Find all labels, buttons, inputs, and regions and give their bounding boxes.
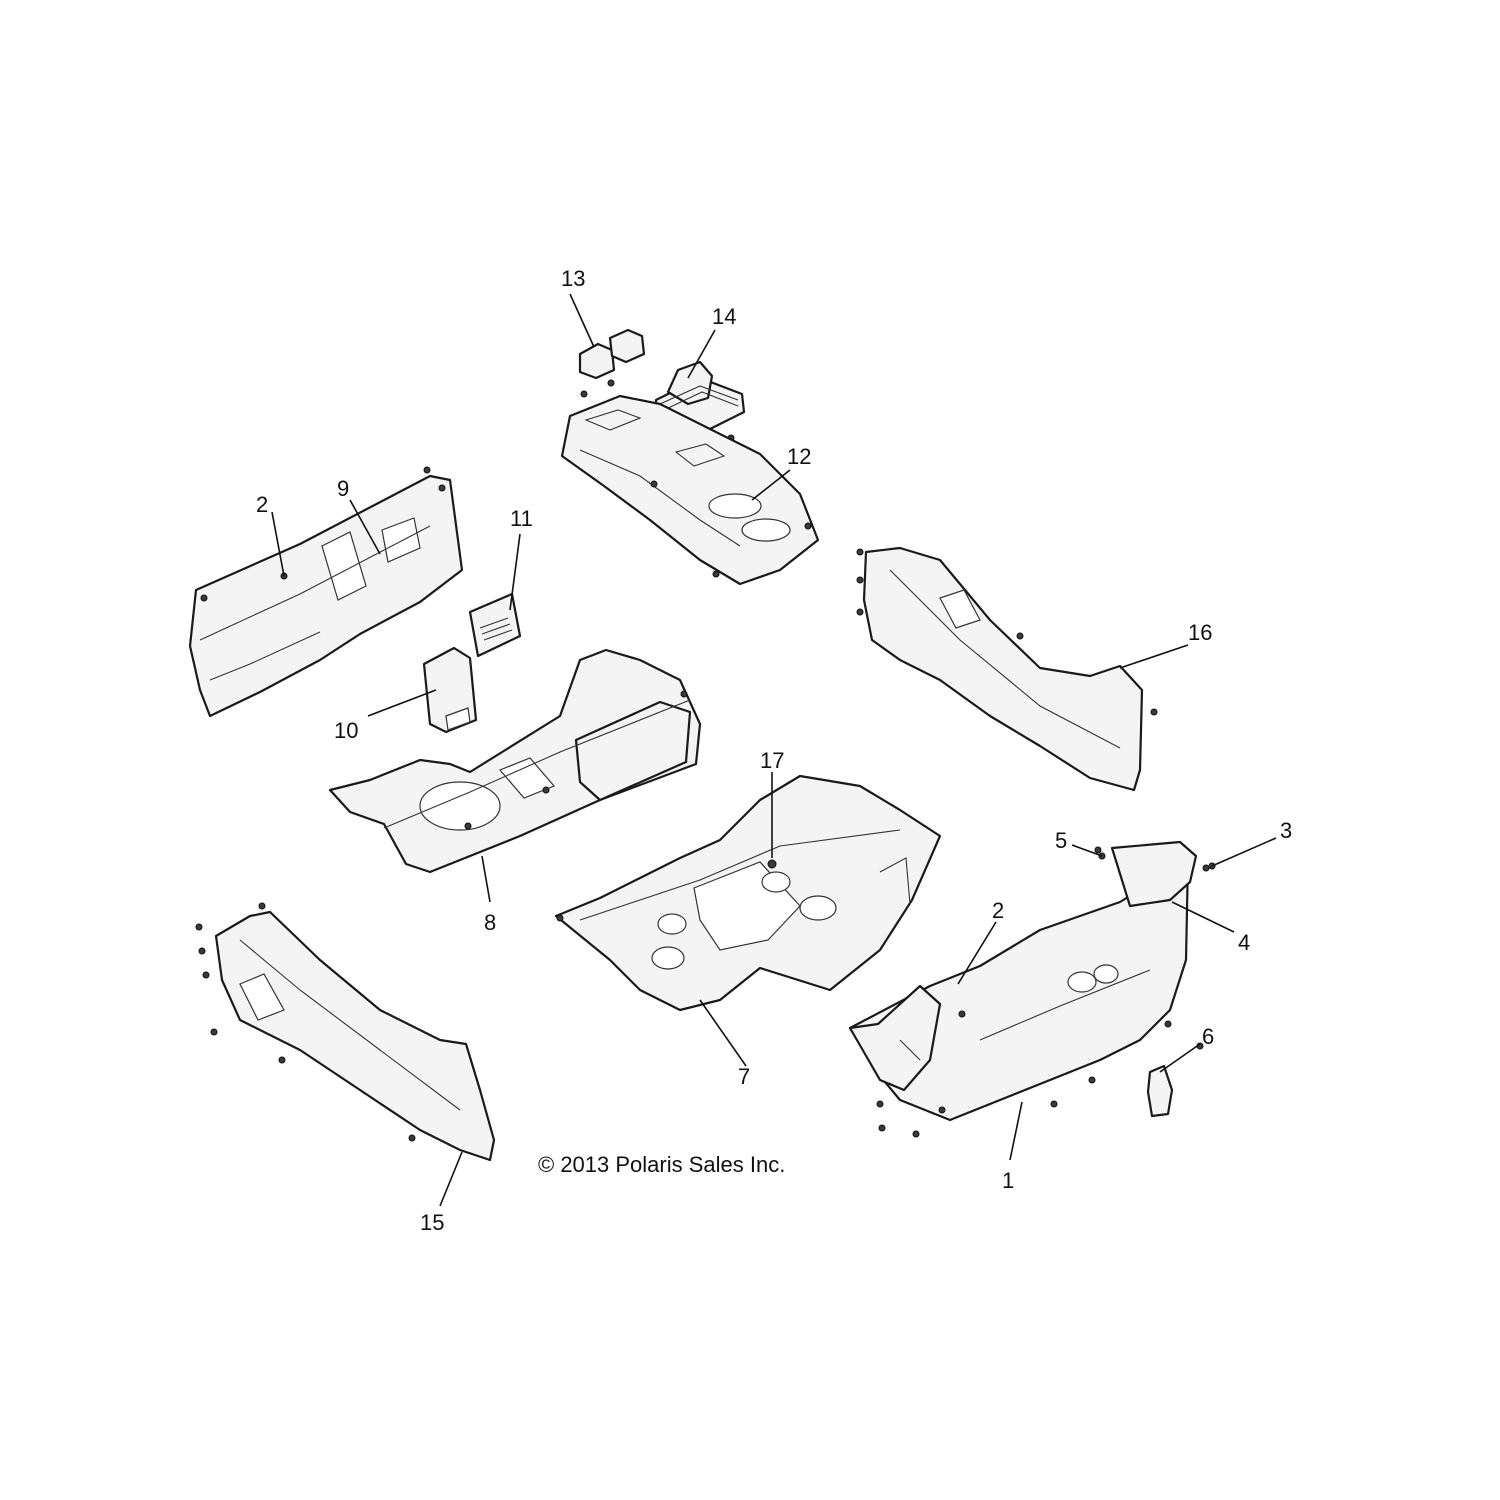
callout-13: 13: [561, 266, 585, 291]
part-9-rear-panel: [188, 466, 464, 718]
callout-17: 17: [760, 748, 784, 773]
part-15-left-side-panel: [195, 902, 496, 1162]
callout-4: 4: [1238, 930, 1250, 955]
part-11-panel: [468, 592, 522, 658]
part-12-center-console: [560, 394, 820, 586]
callout-1: 1: [1002, 1168, 1014, 1193]
callout-14: 14: [712, 304, 736, 329]
part-7-main-floor: [554, 774, 942, 1012]
part-13-boots: [578, 328, 646, 398]
callout-6: 6: [1202, 1024, 1214, 1049]
callout-12: 12: [787, 444, 811, 469]
callout-11: 11: [510, 506, 533, 531]
callout-7: 7: [738, 1064, 750, 1089]
callout-2-lower: 2: [992, 898, 1004, 923]
leader-lines: [271, 293, 1277, 1207]
callout-9: 9: [337, 476, 349, 501]
callout-3: 3: [1280, 818, 1292, 843]
callout-2-upper: 2: [256, 492, 268, 517]
part-8-floor-tray: [328, 648, 702, 874]
callout-15: 15: [420, 1210, 444, 1235]
callout-10: 10: [334, 718, 358, 743]
callout-8: 8: [484, 910, 496, 935]
part-16-right-side-panel: [856, 546, 1158, 792]
copyright-notice: © 2013 Polaris Sales Inc.: [538, 1152, 785, 1177]
part-1-bulkhead: [848, 840, 1210, 1138]
part-6-bracket: [1146, 1064, 1174, 1118]
callout-16: 16: [1188, 620, 1212, 645]
callout-5: 5: [1055, 828, 1067, 853]
part-10-cover: [422, 646, 478, 734]
